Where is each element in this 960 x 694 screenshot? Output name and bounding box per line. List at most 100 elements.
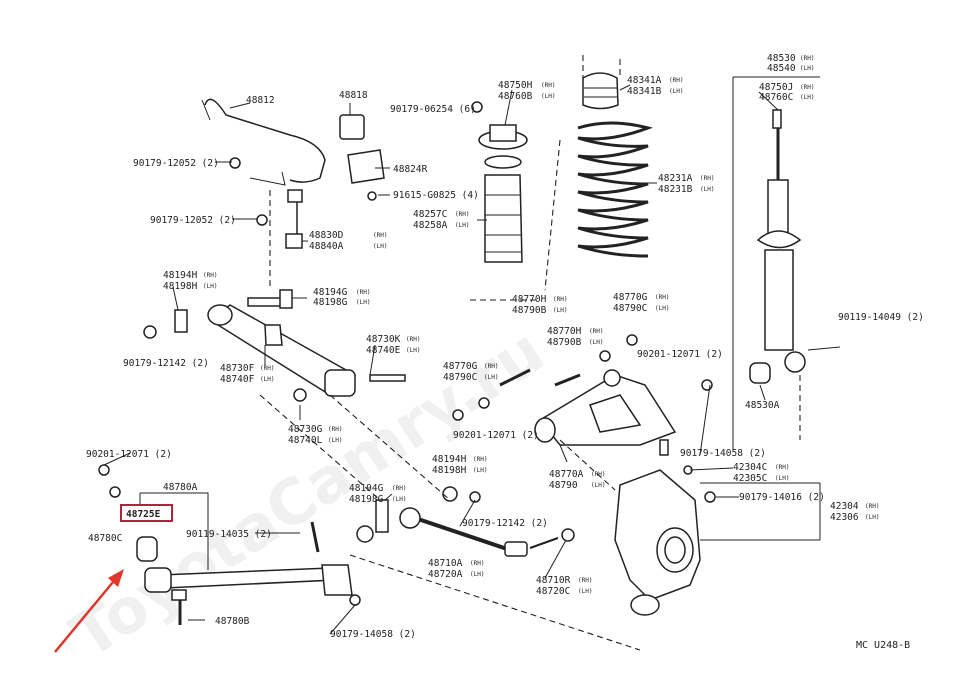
label-48198h-side: (LH) xyxy=(203,283,217,290)
label-48750h-side: (RH) xyxy=(541,82,555,89)
label-48198h-b-side: (LH) xyxy=(473,467,487,474)
callout-labels: 48812 48818 90179-06254 (6) 90179-12052 … xyxy=(86,53,924,640)
label-48530a: 48530A xyxy=(745,400,780,411)
label-48740l-side: (LH) xyxy=(328,437,342,444)
label-90179-12142-b: 90179-12142 (2) xyxy=(462,518,548,529)
label-90179-12052-b: 90179-12052 (2) xyxy=(150,215,236,226)
label-48770a: 48770A xyxy=(549,469,584,480)
label-48830d: 48830D xyxy=(309,230,344,241)
dust-boot xyxy=(484,174,523,263)
shock-absorber xyxy=(749,109,806,384)
leader-lines xyxy=(103,84,841,635)
label-90119-14049: 90119-14049 (2) xyxy=(838,312,924,323)
label-48824r: 48824R xyxy=(393,164,428,175)
label-48194g-b-side: (RH) xyxy=(392,485,406,492)
label-90179-12142-a: 90179-12142 (2) xyxy=(123,358,209,369)
label-48198g-side: (LH) xyxy=(356,299,370,306)
label-48194h: 48194H xyxy=(163,270,198,281)
label-48760b: 48760B xyxy=(498,91,533,102)
label-48770g-b: 48770G xyxy=(443,361,478,372)
label-48790b-b: 48790B xyxy=(547,337,582,348)
label-48770g-a-side: (RH) xyxy=(655,294,669,301)
label-48198h: 48198H xyxy=(163,281,198,292)
label-48257c: 48257C xyxy=(413,209,447,220)
label-48194h-side: (RH) xyxy=(203,272,217,279)
label-48812: 48812 xyxy=(246,95,275,106)
label-48750j-side: (RH) xyxy=(800,84,814,91)
label-48725e: 48725E xyxy=(126,509,161,520)
label-48341a-side: (RH) xyxy=(669,77,683,84)
label-42306-side: (LH) xyxy=(865,514,879,521)
label-48730g: 48730G xyxy=(288,424,323,435)
label-48790: 48790 xyxy=(549,480,578,491)
label-48198g-b: 48198G xyxy=(349,494,384,505)
assembly-lines xyxy=(259,299,641,651)
label-90179-06254: 90179-06254 (6) xyxy=(390,104,476,115)
bump-stopper xyxy=(582,72,619,110)
label-48790c-b-side: (LH) xyxy=(484,374,498,381)
label-48194g-b: 48194G xyxy=(349,483,384,494)
label-42306: 42306 xyxy=(830,512,859,523)
diagram-code: MC U248-B xyxy=(856,640,910,651)
coil-spring xyxy=(577,121,653,258)
label-48780b: 48780B xyxy=(215,616,250,627)
label-90179-14016: 90179-14016 (2) xyxy=(739,492,825,503)
label-48830d-side: (RH) xyxy=(373,232,387,239)
label-48818: 48818 xyxy=(339,90,368,101)
lower-control-arm xyxy=(207,304,356,397)
label-48710a-side: (RH) xyxy=(470,560,484,567)
label-48730g-side: (RH) xyxy=(328,426,342,433)
label-48730k: 48730K xyxy=(366,334,401,345)
label-48341b: 48341B xyxy=(627,86,662,97)
label-48720a: 48720A xyxy=(428,569,463,580)
label-48790b-a: 48790B xyxy=(512,305,547,316)
label-48760c: 48760C xyxy=(759,92,793,103)
label-48341b-side: (LH) xyxy=(669,88,683,95)
stabilizer-bar xyxy=(201,98,385,226)
label-48740l: 48740L xyxy=(288,435,323,446)
label-48231a: 48231A xyxy=(658,173,693,184)
label-48194h-b: 48194H xyxy=(432,454,467,465)
label-48710a: 48710A xyxy=(428,558,463,569)
label-48780a: 48780A xyxy=(163,482,198,493)
pointer-arrow xyxy=(54,569,124,653)
label-48194g-side: (RH) xyxy=(356,289,370,296)
label-48730f: 48730F xyxy=(220,363,255,374)
label-48750h: 48750H xyxy=(498,80,533,91)
label-42304c-side: (RH) xyxy=(775,464,789,471)
label-48770h-a: 48770H xyxy=(512,294,547,305)
label-90179-14058-a: 90179-14058 (2) xyxy=(680,448,766,459)
label-42304c: 42304C xyxy=(733,462,767,473)
label-48231b: 48231B xyxy=(658,184,693,195)
trailing-arm xyxy=(144,564,361,625)
label-90119-14035: 90119-14035 (2) xyxy=(186,529,272,540)
label-48720a-side: (LH) xyxy=(470,571,484,578)
label-48198g-b-side: (LH) xyxy=(392,496,406,503)
label-48790c-a: 48790C xyxy=(613,303,647,314)
label-90201-12071-a: 90201-12071 (2) xyxy=(637,349,723,360)
label-48530-side: (RH) xyxy=(800,55,814,62)
label-48257c-side: (RH) xyxy=(455,211,469,218)
label-48750j: 48750J xyxy=(759,82,793,93)
label-48194h-b-side: (RH) xyxy=(473,456,487,463)
label-48258a: 48258A xyxy=(413,220,448,231)
label-48740f: 48740F xyxy=(220,374,255,385)
label-48790c-b: 48790C xyxy=(443,372,477,383)
label-48710r: 48710R xyxy=(536,575,571,586)
label-48198h-b: 48198H xyxy=(432,465,467,476)
label-48790c-a-side: (LH) xyxy=(655,305,669,312)
label-48780c: 48780C xyxy=(88,533,122,544)
label-42304: 42304 xyxy=(830,501,859,512)
label-90201-12071-b: 90201-12071 (2) xyxy=(453,430,539,441)
label-48790b-b-side: (LH) xyxy=(589,339,603,346)
label-48710r-side: (RH) xyxy=(578,577,592,584)
label-48770h-b-side: (RH) xyxy=(589,328,603,335)
strut-mount xyxy=(471,101,528,169)
label-48530: 48530 xyxy=(767,53,796,64)
label-48790b-a-side: (LH) xyxy=(553,307,567,314)
label-42305c: 42305C xyxy=(733,473,767,484)
label-90179-14058-b: 90179-14058 (2) xyxy=(330,629,416,640)
stabilizer-link xyxy=(285,189,303,249)
label-42305c-side: (LH) xyxy=(775,475,789,482)
